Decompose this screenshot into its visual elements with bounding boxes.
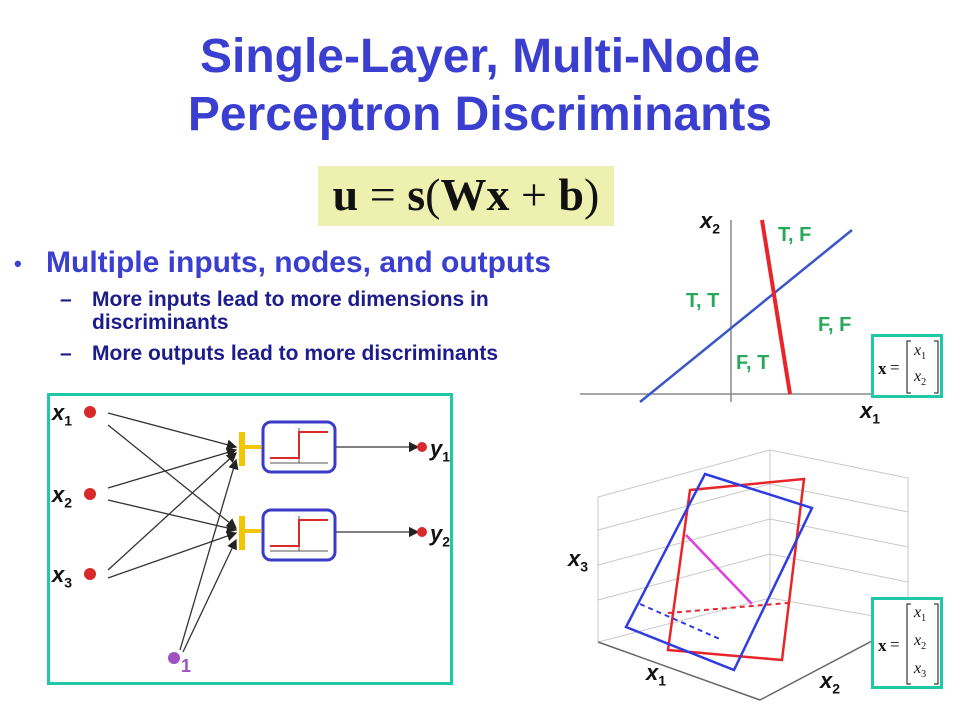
bias-node <box>168 652 180 664</box>
plot3d-intersection-line <box>685 534 753 605</box>
sum-bar-1 <box>239 432 245 466</box>
plot2d-blue-discriminant <box>639 229 853 403</box>
dash-icon: – <box>60 342 72 365</box>
sub-bullet-2: –More outputs lead to more discriminants <box>60 342 582 365</box>
eq-u: u <box>332 169 359 220</box>
output-node-y1 <box>417 442 427 452</box>
page-title: Single-Layer, Multi-Node Perceptron Disc… <box>0 28 960 144</box>
sum-bar-2 <box>239 516 245 550</box>
sub-bullet-1-text: More inputs lead to more dimensions in d… <box>92 288 489 334</box>
vector-x-2d: x = x1 x2 <box>871 334 943 398</box>
plot3d-red-dashed <box>667 602 789 614</box>
region-label-ff: F, F <box>818 314 852 336</box>
eq-W: W <box>440 169 487 220</box>
eq-lparen: ( <box>425 169 441 220</box>
activation-boxes <box>261 420 337 562</box>
sub-bullet-1: –More inputs lead to more dimensions in … <box>60 288 582 334</box>
title-line-2: Perceptron Discriminants <box>187 88 773 141</box>
plot2d-label-x1: x1 <box>860 398 881 427</box>
region-label-ft: F, T <box>736 352 770 374</box>
equation-box: u = s(Wx + b) <box>318 166 614 226</box>
region-label-tf: T, F <box>778 224 812 246</box>
bullet-main: • Multiple inputs, nodes, and outputs <box>14 246 551 280</box>
output-node-y2 <box>417 527 427 537</box>
region-label-tt: T, T <box>686 290 720 312</box>
summing-junctions <box>239 432 261 550</box>
eq-s: s <box>407 169 426 220</box>
label-x3: x3 <box>52 562 73 591</box>
label-y1: y1 <box>430 436 451 465</box>
vector-x-3d: x = x1 x2 x3 <box>871 597 943 689</box>
bullet-main-text: Multiple inputs, nodes, and outputs <box>46 246 551 279</box>
eq-x: x <box>486 169 510 220</box>
input-node-x2 <box>84 488 96 500</box>
label-x1: x1 <box>52 400 73 429</box>
plot3d-red-plane <box>666 477 806 662</box>
plot3d-label-x3: x3 <box>568 546 589 575</box>
network-diagram-frame <box>47 393 453 685</box>
plot3d-label-x1: x1 <box>646 660 667 689</box>
eq-b: b <box>558 169 584 220</box>
plot3d-x1-axis <box>597 641 761 701</box>
plot2d-label-x2: x2 <box>700 208 721 237</box>
sub-bullet-2-text: More outputs lead to more discriminants <box>92 342 499 365</box>
plot3d-label-x2: x2 <box>820 668 841 697</box>
bullet-dot-icon: • <box>14 251 22 277</box>
title-line-1: Single-Layer, Multi-Node <box>199 30 761 83</box>
label-x2: x2 <box>52 482 73 511</box>
input-node-x1 <box>84 406 96 418</box>
label-bias: 1 <box>181 656 192 676</box>
eq-rparen: ) <box>584 169 600 220</box>
dash-icon: – <box>60 288 72 311</box>
eq-equals: = <box>358 169 408 220</box>
plot3d-blue-plane <box>624 472 814 672</box>
input-node-x3 <box>84 568 96 580</box>
input-nodes <box>84 406 427 664</box>
plot2d-red-discriminant <box>760 219 792 395</box>
label-y2: y2 <box>430 521 451 550</box>
plot3d-grid <box>597 449 909 643</box>
plot3d-blue-dashed <box>639 603 723 641</box>
connection-arrows <box>107 412 420 653</box>
eq-plus: + <box>509 169 559 220</box>
